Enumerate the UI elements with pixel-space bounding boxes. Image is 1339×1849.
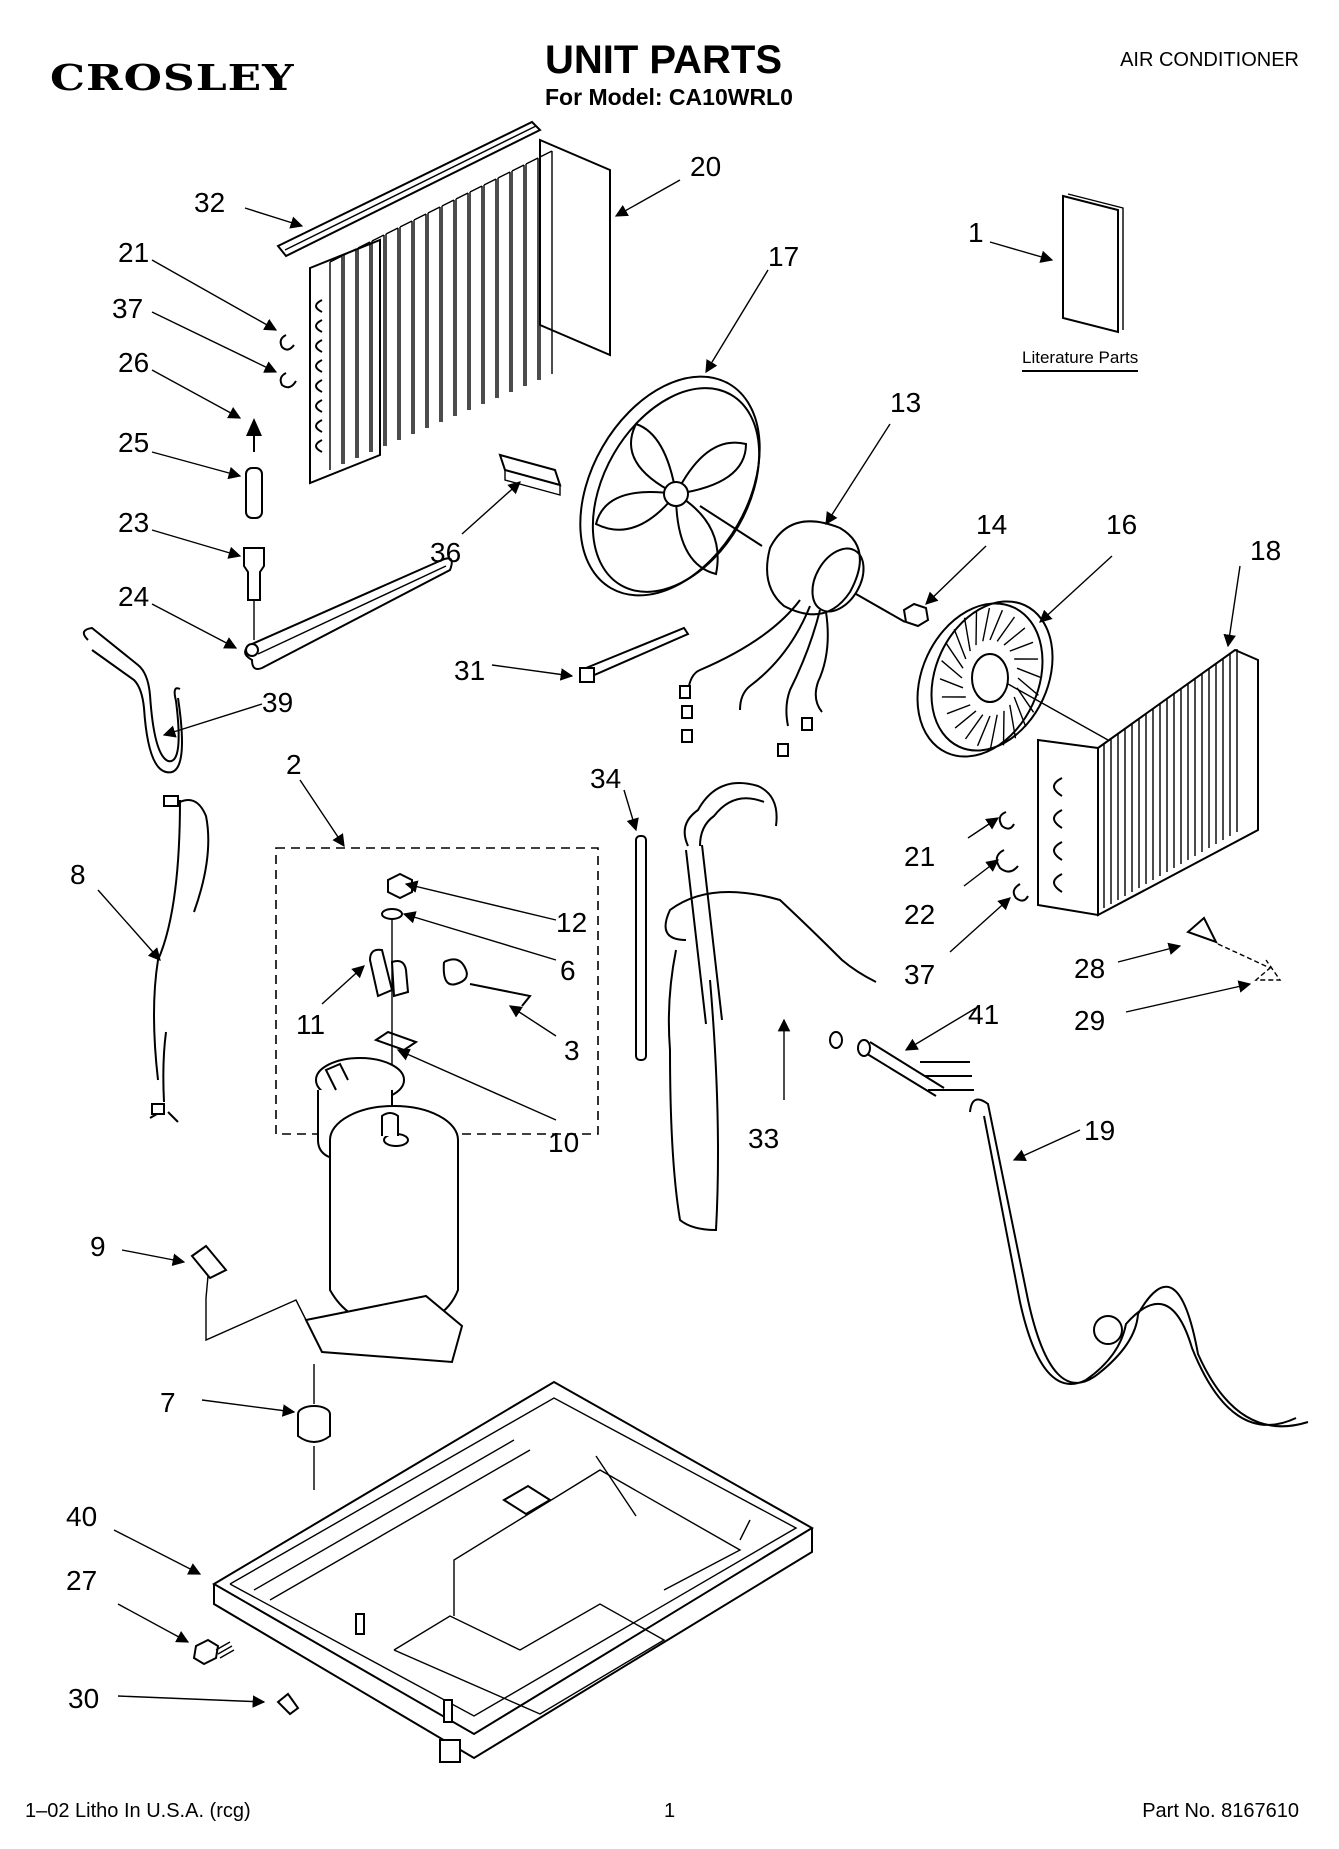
callout-30: 30: [68, 1683, 99, 1714]
callout-28: 28: [1074, 953, 1105, 984]
callout-41: 41: [968, 999, 999, 1030]
bracket-and-screw: [1186, 916, 1282, 981]
compressor-assembly: [304, 872, 532, 1364]
condenser-fan: [579, 375, 761, 597]
suction-tube: [664, 782, 877, 1232]
callout-20: 20: [690, 151, 721, 182]
callout-11: 11: [296, 1009, 325, 1040]
heater-pin-stack: [243, 418, 265, 640]
callout-2: 2: [286, 749, 302, 780]
callout-22: 22: [904, 899, 935, 930]
callout-33: 33: [748, 1123, 779, 1154]
literature-booklet: [1062, 193, 1124, 334]
callout-7: 7: [160, 1387, 176, 1418]
tube-loop: [1093, 1315, 1123, 1345]
callout-16: 16: [1106, 509, 1137, 540]
foam-block: [498, 453, 562, 496]
callout-19: 19: [1084, 1115, 1115, 1146]
callout-6: 6: [560, 955, 576, 986]
callout-21-top: 21: [118, 237, 149, 268]
evaporator-coil: [1037, 648, 1259, 917]
callout-3: 3: [564, 1035, 580, 1066]
capillary-tubes: [857, 1039, 974, 1097]
brand-logo: CROSLEY: [50, 58, 295, 99]
callout-39: 39: [262, 687, 293, 718]
hanger-wire: [82, 626, 183, 774]
callout-10: 10: [548, 1127, 579, 1158]
callout-23: 23: [118, 507, 149, 538]
literature-parts-label: Literature Parts: [1022, 348, 1139, 372]
callout-36: 36: [430, 537, 461, 568]
discharge-tube: [969, 1098, 1309, 1428]
litho-note: 1–02 Litho In U.S.A. (rcg): [25, 1800, 251, 1822]
callout-26: 26: [118, 347, 149, 378]
model-line: For Model: CA10WRL0: [545, 84, 793, 110]
callout-24: 24: [118, 581, 149, 612]
leader-lines: [97, 179, 1252, 1708]
callout-21-right: 21: [904, 841, 935, 872]
callout-40: 40: [66, 1501, 97, 1532]
callout-29: 29: [1074, 1005, 1105, 1036]
wire-connector: [163, 795, 179, 807]
blower-wheel: [916, 600, 1109, 758]
hex-nut: [902, 602, 930, 628]
fan-motor: [679, 505, 906, 757]
tube-clips: [279, 334, 1029, 902]
callout-9: 9: [90, 1231, 106, 1262]
page-number: 1: [664, 1800, 676, 1822]
condenser-coil: [309, 138, 611, 485]
base-pan: [212, 1380, 814, 1763]
wire-clip: [276, 1692, 300, 1716]
drain-tube-straight: [635, 835, 647, 1061]
drain-tube-loop: [244, 557, 453, 670]
page-title: UNIT PARTS: [545, 38, 783, 82]
callout-37-top: 37: [112, 293, 143, 324]
part-number: Part No. 8167610: [1142, 1800, 1299, 1822]
product-category: AIR CONDITIONER: [1120, 49, 1299, 71]
callout-25: 25: [118, 427, 149, 458]
callout-13: 13: [890, 387, 921, 418]
top-insulation-strip: [276, 120, 542, 258]
callout-8: 8: [70, 859, 86, 890]
mounting-screw: [192, 1638, 235, 1666]
callout-18: 18: [1250, 535, 1281, 566]
callout-34: 34: [590, 763, 621, 794]
terminal-clip: [190, 1244, 307, 1342]
wire-connector: [151, 1103, 165, 1115]
callout-12: 12: [556, 907, 587, 938]
grommet: [297, 1364, 331, 1490]
callout-labels: 1 2 3 6 7 8 9 10 11 12 13 14 16 17 18 19…: [66, 151, 1281, 1714]
wiring-harness: [149, 799, 210, 1123]
callout-32: 32: [194, 187, 225, 218]
callout-27: 27: [66, 1565, 97, 1596]
callout-1: 1: [968, 217, 984, 248]
callout-37-right: 37: [904, 959, 935, 990]
callout-14: 14: [976, 509, 1007, 540]
callout-17: 17: [768, 241, 799, 272]
cable-tie: [579, 626, 690, 683]
callout-31: 31: [454, 655, 485, 686]
